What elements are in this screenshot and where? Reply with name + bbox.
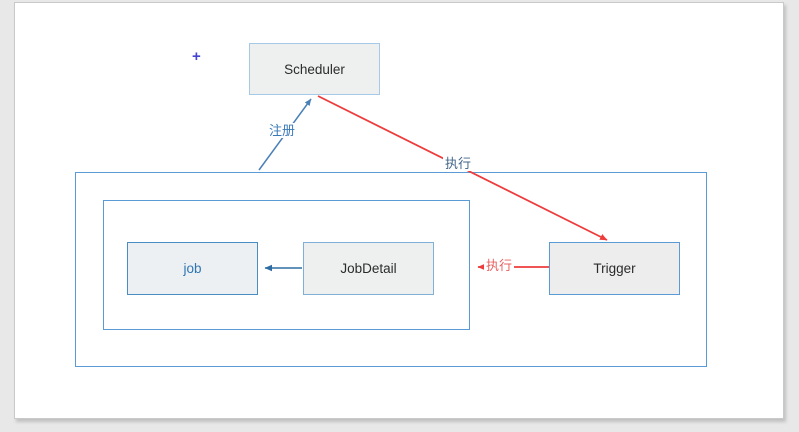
job-node-label: job xyxy=(183,261,202,276)
job-node: job xyxy=(127,242,258,295)
scheduler-node: Scheduler xyxy=(249,43,380,95)
jobdetail-node-label: JobDetail xyxy=(340,261,397,276)
execute-trigger-edge-label: 执行 xyxy=(484,258,515,273)
execute-main-edge-label: 执行 xyxy=(443,156,474,171)
register-edge-label: 注册 xyxy=(267,123,298,138)
trigger-node: Trigger xyxy=(549,242,680,295)
trigger-node-label: Trigger xyxy=(593,261,636,276)
plus-cursor-mark: + xyxy=(192,48,201,65)
jobdetail-node: JobDetail xyxy=(303,242,434,295)
inner-group-box xyxy=(103,200,470,330)
scheduler-node-label: Scheduler xyxy=(284,61,345,77)
